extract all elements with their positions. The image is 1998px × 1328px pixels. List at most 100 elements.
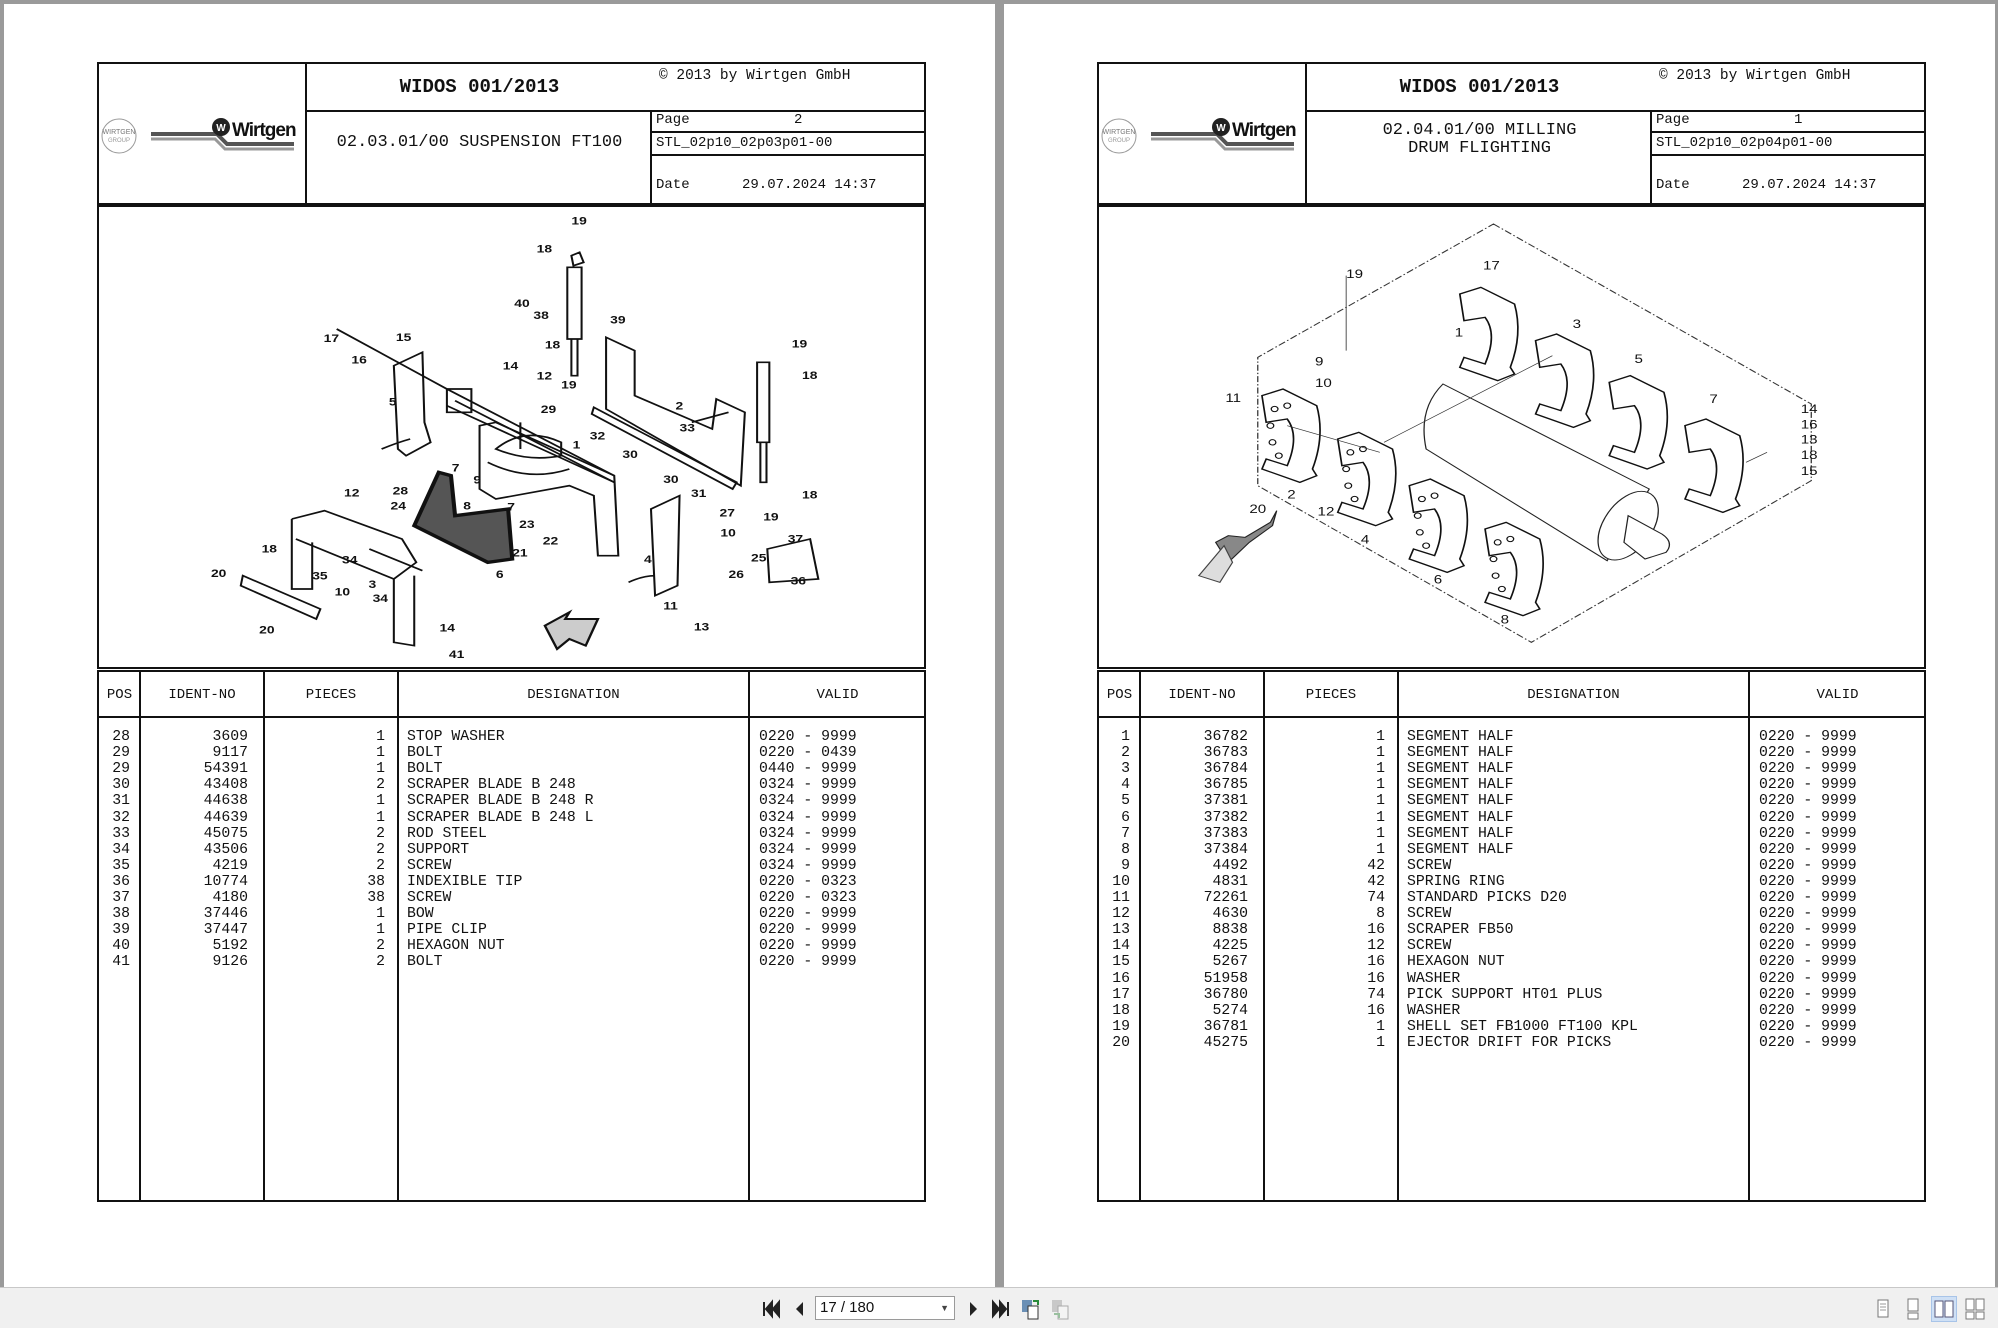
cell-pieces: 1 <box>376 793 385 810</box>
page-number-input[interactable]: 17 / 180 ▼ <box>815 1296 955 1320</box>
cell-ident-no: 45075 <box>203 825 248 842</box>
cell-pos: 7 <box>1121 825 1130 842</box>
cell-designation: BOLT <box>407 761 443 778</box>
divider <box>1305 110 1924 112</box>
wirtgen-logo-graphic: WIRTGEN GROUP W Wirtgen <box>1101 118 1297 154</box>
last-page-button[interactable] <box>990 1298 1012 1320</box>
cell-valid: 0220 - 9999 <box>1759 825 1857 842</box>
cell-ident-no: 10774 <box>203 873 248 890</box>
cell-designation: WASHER <box>1407 1002 1461 1019</box>
rotate-clockwise-button[interactable] <box>1020 1298 1042 1320</box>
callout-label: 10 <box>720 526 735 539</box>
cell-pieces: 74 <box>1367 890 1385 906</box>
callout-label: 5 <box>389 396 397 409</box>
cell-designation: EJECTOR DRIFT FOR PICKS <box>1407 1034 1612 1051</box>
callout-label: 35 <box>312 570 327 583</box>
cell-valid: 0220 - 0323 <box>759 890 857 906</box>
cell-pos: 41 <box>112 954 130 971</box>
cell-designation: BOLT <box>407 745 443 762</box>
callout-label: 11 <box>663 600 678 613</box>
date-value: 29.07.2024 14:37 <box>1742 177 1877 193</box>
callout-label: 19 <box>571 215 586 228</box>
drawing-part <box>336 328 729 484</box>
drawing-part <box>628 494 681 598</box>
drawing-part <box>590 406 739 491</box>
segment-half-part <box>1534 333 1595 429</box>
next-page-icon <box>970 1302 977 1316</box>
column-header-pieces: PIECES <box>1305 687 1357 703</box>
cell-ident-no: 72261 <box>1203 890 1248 906</box>
assembly-boundary <box>1257 223 1812 643</box>
cell-valid: 0220 - 9999 <box>1759 922 1857 939</box>
divider <box>650 110 652 203</box>
cell-designation: ROD STEEL <box>407 825 487 842</box>
view-single-page-button[interactable] <box>1870 1296 1896 1322</box>
callout-label: 38 <box>533 309 548 322</box>
cell-pieces: 1 <box>1376 777 1385 794</box>
cell-ident-no: 5274 <box>1212 1002 1248 1019</box>
cell-pieces: 1 <box>1376 729 1385 745</box>
two-page-icon <box>1934 1300 1954 1318</box>
two-page-continuous-icon <box>1965 1298 1985 1320</box>
cell-valid: 0220 - 9999 <box>1759 1034 1857 1051</box>
cell-pos: 28 <box>112 729 130 745</box>
cell-pieces: 42 <box>1367 873 1385 890</box>
callout-label: 9 <box>473 474 481 487</box>
cell-valid: 0220 - 9999 <box>1759 873 1857 890</box>
cell-ident-no: 36782 <box>1203 729 1248 745</box>
callout-label: 10 <box>335 586 350 599</box>
rotate-counterclockwise-button[interactable] <box>1050 1298 1072 1320</box>
chevron-down-icon[interactable]: ▼ <box>940 1303 949 1313</box>
next-page-button[interactable] <box>962 1298 984 1320</box>
svg-text:W: W <box>216 123 226 134</box>
callout-label: 23 <box>519 518 534 531</box>
cell-designation: SEGMENT HALF <box>1407 809 1514 826</box>
divider <box>1305 64 1307 203</box>
drawing-part <box>381 350 432 457</box>
cell-valid: 0220 - 9999 <box>1759 745 1857 762</box>
callout-label: 2 <box>1287 488 1295 501</box>
cell-pos: 9 <box>1121 857 1130 874</box>
cell-designation: SEGMENT HALF <box>1407 825 1514 842</box>
view-two-page-continuous-button[interactable] <box>1962 1296 1988 1322</box>
callout-label: 15 <box>396 331 411 344</box>
first-page-button[interactable] <box>760 1298 782 1320</box>
cell-valid: 0220 - 9999 <box>759 729 857 745</box>
rotate-counterclockwise-icon <box>1052 1300 1069 1320</box>
callout-label: 7 <box>507 500 515 513</box>
cell-pos: 34 <box>112 841 130 858</box>
previous-page-button[interactable] <box>789 1298 811 1320</box>
cell-pieces: 2 <box>376 857 385 874</box>
view-two-page-button[interactable] <box>1931 1296 1957 1322</box>
callout-label: 39 <box>610 314 625 327</box>
drawing-part <box>478 421 620 557</box>
cell-ident-no: 3609 <box>212 729 248 745</box>
cell-pos: 13 <box>1112 922 1130 939</box>
column-header-designation: DESIGNATION <box>527 687 620 703</box>
header-divider <box>99 716 924 718</box>
cell-pieces: 1 <box>376 761 385 778</box>
cell-ident-no: 37383 <box>1203 825 1248 842</box>
divider <box>650 154 924 156</box>
cell-designation: SEGMENT HALF <box>1407 841 1514 858</box>
cell-valid: 0324 - 9999 <box>759 777 857 794</box>
cell-designation: SCRAPER BLADE B 248 L <box>407 809 594 826</box>
cell-pieces: 2 <box>376 954 385 971</box>
page-number: 2 <box>794 112 803 128</box>
cell-designation: BOLT <box>407 954 443 971</box>
view-continuous-button[interactable] <box>1900 1296 1926 1322</box>
cell-pieces: 42 <box>1367 857 1385 874</box>
cell-ident-no: 4831 <box>1212 873 1248 890</box>
cell-ident-no: 37384 <box>1203 841 1248 858</box>
cell-designation: SPRING RING <box>1407 873 1505 890</box>
